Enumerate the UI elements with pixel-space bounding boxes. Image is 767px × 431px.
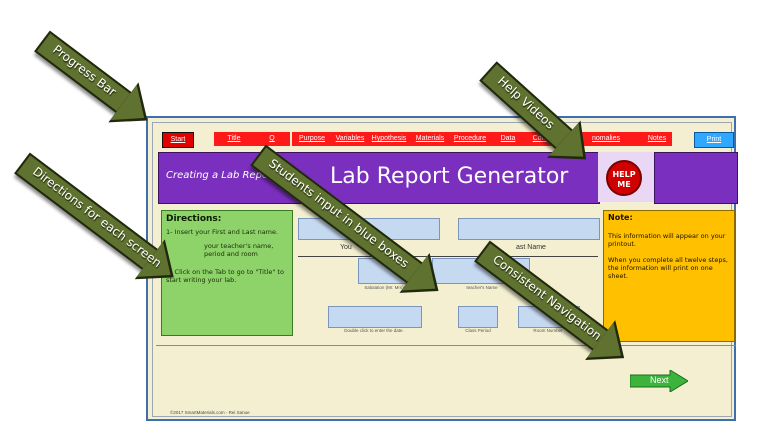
divider xyxy=(298,256,598,257)
tab-notes[interactable]: Notes xyxy=(642,132,672,146)
note-title: Note: xyxy=(608,213,633,222)
room-number-hint: Room Number xyxy=(533,328,563,333)
tab-start[interactable]: Start xyxy=(162,132,194,148)
help-label: HELP xyxy=(612,170,636,179)
date-hint: Double click to enter the date. xyxy=(344,328,404,333)
annotation-progress-bar: Progress Bar xyxy=(34,30,163,141)
help-me-button[interactable]: HELP ME xyxy=(606,160,642,196)
directions-step-3: 3- Click on the Tab to go to "Title" to … xyxy=(166,268,284,284)
banner-right xyxy=(654,152,738,204)
salutation-hint: Salutation (Mr. Mrs) xyxy=(364,285,404,290)
annotation-directions-label: Directions for each screen xyxy=(30,164,165,271)
tab-variables[interactable]: Variables xyxy=(332,132,368,146)
tab-purpose[interactable]: Purpose xyxy=(292,132,332,146)
tab-anomalies[interactable]: nomalies xyxy=(570,132,642,146)
teacher-hint: teacher's Name xyxy=(466,285,498,290)
bottom-divider xyxy=(156,345,736,346)
class-period-hint: Class Period xyxy=(465,328,491,333)
tab-procedure[interactable]: Procedure xyxy=(450,132,490,146)
next-label: Next xyxy=(650,375,669,385)
page-title: Lab Report Generator xyxy=(330,164,569,189)
first-name-label: You xyxy=(340,244,352,251)
directions-step-1: 1- Insert your First and Last name. xyxy=(166,228,279,236)
date-input[interactable] xyxy=(328,306,422,328)
tab-hypothesis[interactable]: Hypothesis xyxy=(368,132,410,146)
help-label-me: ME xyxy=(617,180,631,189)
note-panel: Note: This information will appear on yo… xyxy=(603,210,735,342)
tab-data[interactable]: Data xyxy=(490,132,526,146)
last-name-input[interactable] xyxy=(458,218,600,240)
nav-bar: Start Title Q Purpose Variables Hypothes… xyxy=(158,132,736,148)
note-line-1: This information will appear on your pri… xyxy=(608,232,726,248)
next-arrow-icon xyxy=(629,369,689,393)
tab-title[interactable]: Title xyxy=(214,132,254,146)
directions-title: Directions: xyxy=(166,214,222,224)
directions-panel: Directions: 1- Insert your First and Las… xyxy=(161,210,293,336)
directions-step-2: your teacher's name, period and room xyxy=(204,242,274,258)
title-banner xyxy=(158,152,600,204)
footer-copyright: ©2017 SmartMaterials.com - Rei Sanue xyxy=(170,410,250,415)
note-line-2: When you complete all twelve steps, the … xyxy=(608,256,728,280)
next-button[interactable]: Next xyxy=(629,369,689,393)
last-name-label: ast Name xyxy=(516,244,546,251)
tab-print[interactable]: Print xyxy=(694,132,734,148)
class-period-input[interactable] xyxy=(458,306,498,328)
tab-materials[interactable]: Materials xyxy=(410,132,450,146)
tab-question[interactable]: Q xyxy=(254,132,290,146)
banner-subtitle: Creating a Lab Repo xyxy=(166,170,269,181)
